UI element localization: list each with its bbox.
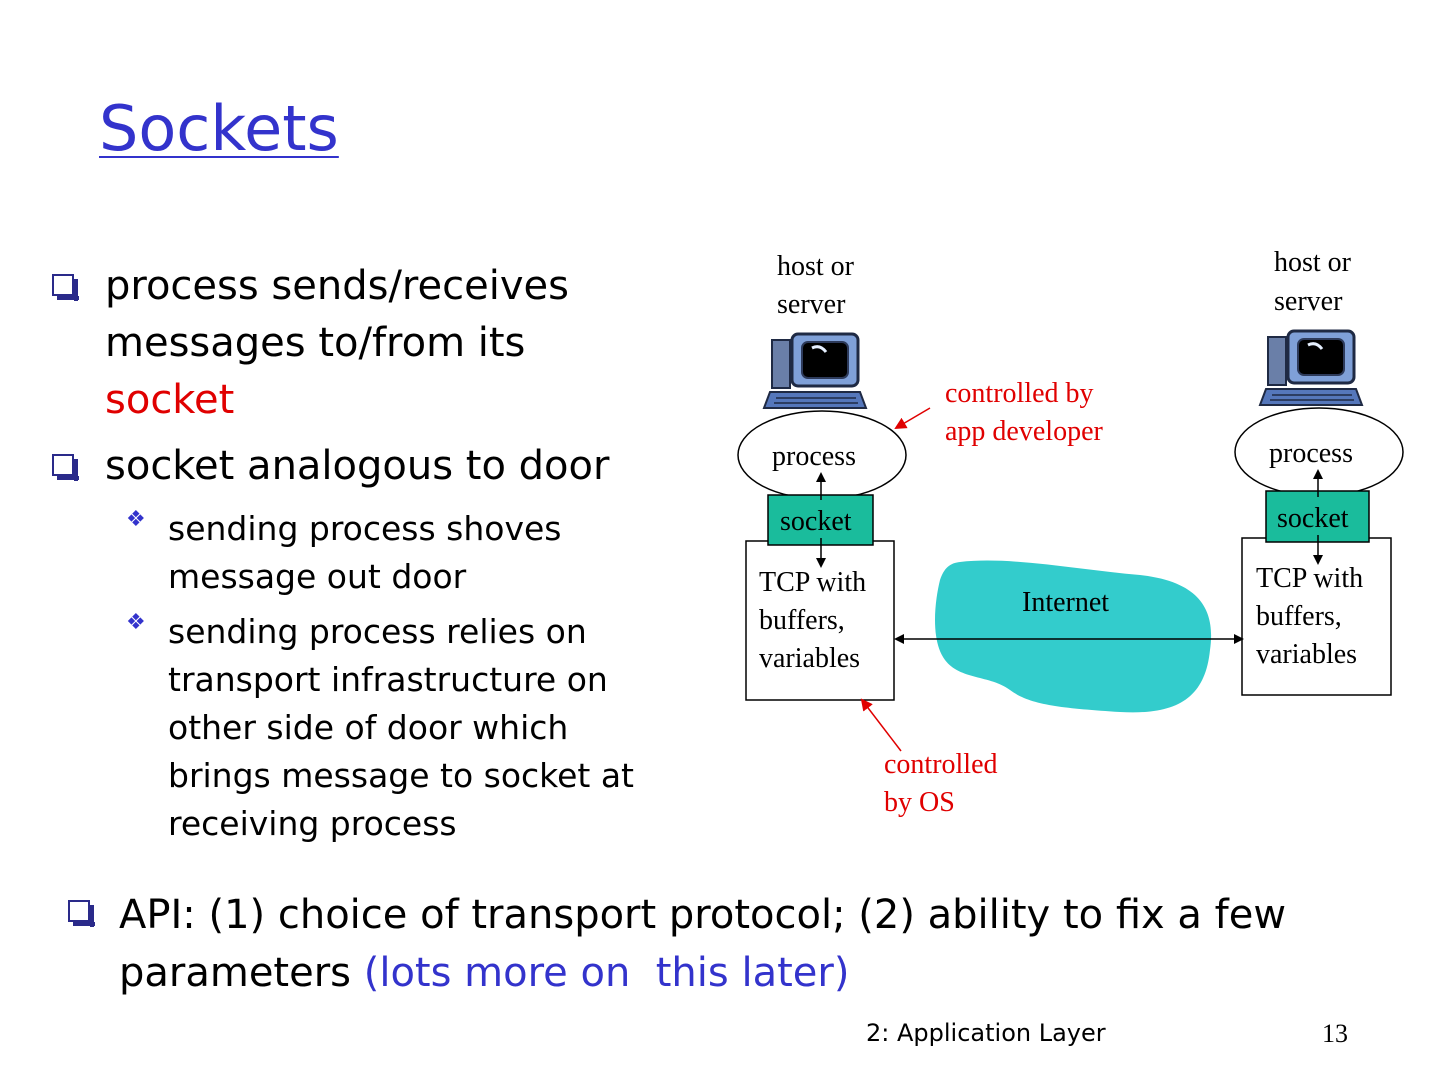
left-tcp-line-2: buffers,	[759, 605, 845, 636]
left-host-label: host or server	[777, 248, 854, 324]
right-tcp-line-3: variables	[1256, 639, 1358, 670]
app-developer-arrow	[894, 407, 931, 430]
left-process-label: process	[772, 441, 856, 472]
sub-bullet-1-line-1: sending process shoves	[168, 509, 562, 548]
bullet-1-line-2: messages to/from its	[105, 320, 526, 366]
api-line-1: API: (1) choice of transport protocol; (…	[119, 892, 1287, 938]
api-bullet: API: (1) choice of transport protocol; (…	[66, 886, 1286, 996]
bullet-1-line-1: process sends/receives	[105, 263, 569, 309]
left-socket-label: socket	[780, 506, 852, 537]
bullet-2-text: socket analogous to door	[105, 443, 610, 489]
sub-bullet-2-line-1: sending process relies on	[168, 612, 587, 651]
right-host-label: host or server	[1274, 243, 1351, 321]
right-socket-label: socket	[1277, 503, 1349, 534]
right-host-line-2: server	[1274, 286, 1343, 317]
right-process-label: process	[1269, 438, 1353, 469]
bullet-1: process sends/receives messages to/from …	[50, 258, 569, 423]
computer-icon	[762, 332, 868, 409]
diamond-bullet-icon: ❖	[126, 507, 146, 532]
os-note-line-1: controlled	[884, 749, 998, 780]
sub-bullet-2-line-2: transport infrastructure on	[168, 660, 608, 699]
computer-icon	[1258, 329, 1364, 406]
footer-page-number: 13	[1322, 1019, 1348, 1048]
right-socket-box	[1265, 490, 1370, 543]
left-tcp-line-3: variables	[759, 643, 861, 674]
bullet-1-line-3: socket	[105, 377, 235, 423]
footer-chapter: 2: Application Layer	[866, 1019, 1106, 1047]
api-line-2: parameters (lots more on this later)	[119, 944, 1419, 1002]
sub-bullet-2-line-3: other side of door which	[168, 708, 569, 747]
sub-bullet-2-line-5: receiving process	[168, 804, 457, 843]
app-developer-note: controlled by app developer	[945, 375, 1103, 451]
right-tcp-line-1: TCP with	[1256, 563, 1364, 594]
api-line-2-black: parameters	[119, 950, 364, 996]
right-tcp-label: TCP with buffers, variables	[1256, 560, 1363, 674]
os-note: controlled by OS	[884, 746, 998, 822]
sub-bullet-2-line-4: brings message to socket at	[168, 756, 634, 795]
api-line-2-blue: (lots more on this later)	[363, 950, 850, 996]
left-tcp-label: TCP with buffers, variables	[759, 564, 866, 678]
left-host-line-2: server	[777, 289, 846, 320]
square-bullet-icon	[52, 274, 79, 301]
left-tcp-line-1: TCP with	[759, 567, 867, 598]
right-host-line-1: host or	[1274, 247, 1351, 278]
right-tcp-line-2: buffers,	[1256, 601, 1342, 632]
bullet-2: socket analogous to door	[50, 438, 609, 489]
internet-cloud	[935, 560, 1212, 713]
sub-bullet-1-line-2: message out door	[168, 557, 467, 596]
square-bullet-icon	[68, 900, 95, 927]
app-note-line-1: controlled by	[945, 378, 1094, 409]
diamond-bullet-icon: ❖	[126, 610, 146, 635]
app-note-line-2: app developer	[945, 416, 1103, 447]
internet-label: Internet	[1022, 587, 1110, 618]
square-bullet-icon	[52, 454, 79, 481]
os-arrow	[860, 698, 902, 752]
left-host-line-1: host or	[777, 251, 854, 282]
slide-title: Sockets	[99, 92, 339, 165]
os-note-line-2: by OS	[884, 787, 955, 818]
